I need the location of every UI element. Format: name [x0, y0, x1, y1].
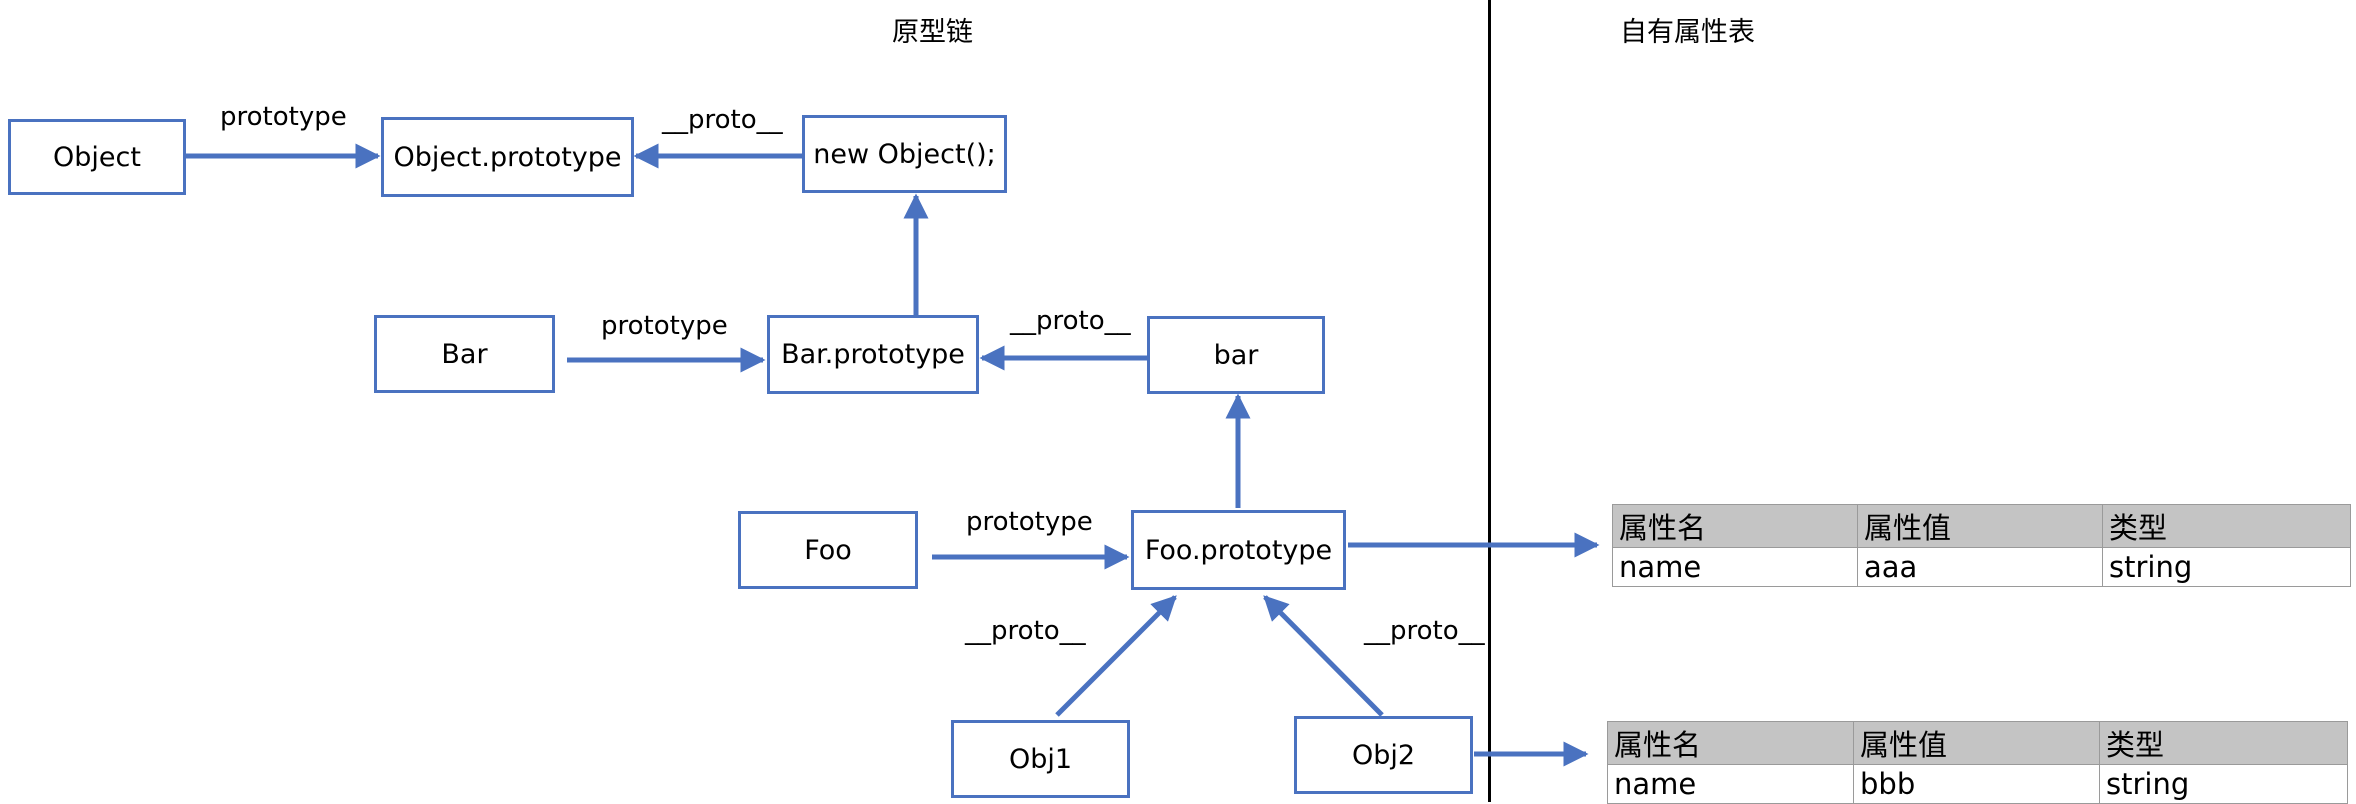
node-new-object-label: new Object();	[813, 138, 996, 170]
edge-label-bar-proto: __proto__	[1010, 306, 1131, 336]
table-cell: string	[2102, 547, 2351, 587]
node-object-prototype-label: Object.prototype	[393, 141, 622, 173]
column-header: 属性值	[1857, 504, 2103, 548]
node-bar-instance: bar	[1147, 316, 1325, 394]
node-bar-instance-label: bar	[1213, 339, 1259, 371]
node-new-object: new Object();	[802, 115, 1007, 193]
table-cell: aaa	[1857, 547, 2103, 587]
table-header-row: 属性名 属性值 类型	[1607, 721, 2348, 765]
node-foo-prototype: Foo.prototype	[1131, 510, 1346, 590]
edge-label-new-object-proto: __proto__	[662, 105, 783, 135]
node-obj2-label: Obj2	[1351, 739, 1416, 771]
heading-own-properties: 自有属性表	[1620, 17, 1755, 48]
node-bar-constructor: Bar	[374, 315, 555, 393]
column-header: 属性值	[1853, 721, 2100, 765]
node-object-prototype: Object.prototype	[381, 117, 634, 197]
node-foo-prototype-label: Foo.prototype	[1144, 534, 1333, 566]
node-obj1-label: Obj1	[1008, 743, 1073, 775]
edge-label-obj2-proto: __proto__	[1364, 616, 1485, 646]
node-object: Object	[8, 119, 186, 195]
node-bar-prototype: Bar.prototype	[767, 315, 979, 394]
node-bar-prototype-label: Bar.prototype	[781, 339, 965, 370]
table-row: name aaa string	[1612, 547, 2351, 587]
edge-label-object-prototype: prototype	[220, 102, 347, 132]
section-divider	[1488, 0, 1491, 802]
column-header: 属性名	[1612, 504, 1858, 548]
node-bar-constructor-label: Bar	[441, 338, 488, 370]
node-foo-constructor: Foo	[738, 511, 918, 589]
node-object-label: Object	[53, 141, 141, 173]
column-header: 属性名	[1607, 721, 1854, 765]
column-header: 类型	[2102, 504, 2351, 548]
arrow-obj1-to-foo-prototype	[1055, 595, 1177, 717]
table-row: name bbb string	[1607, 764, 2348, 804]
node-foo-constructor-label: Foo	[804, 534, 852, 566]
node-obj1: Obj1	[951, 720, 1130, 798]
table-cell: name	[1612, 547, 1858, 587]
edge-label-obj1-proto: __proto__	[965, 616, 1086, 646]
table-cell: name	[1607, 764, 1854, 804]
edge-label-foo-prototype: prototype	[966, 507, 1093, 537]
node-obj2: Obj2	[1294, 716, 1473, 794]
arrow-obj2-to-foo-prototype	[1263, 595, 1384, 717]
column-header: 类型	[2099, 721, 2348, 765]
table-cell: string	[2099, 764, 2348, 804]
heading-prototype-chain: 原型链	[892, 17, 973, 48]
own-properties-table-obj2: 属性名 属性值 类型 name bbb string	[1607, 721, 2348, 804]
own-properties-table-foo-prototype: 属性名 属性值 类型 name aaa string	[1612, 504, 2351, 587]
edge-label-bar-prototype: prototype	[601, 311, 728, 341]
table-header-row: 属性名 属性值 类型	[1612, 504, 2351, 548]
table-cell: bbb	[1853, 764, 2100, 804]
